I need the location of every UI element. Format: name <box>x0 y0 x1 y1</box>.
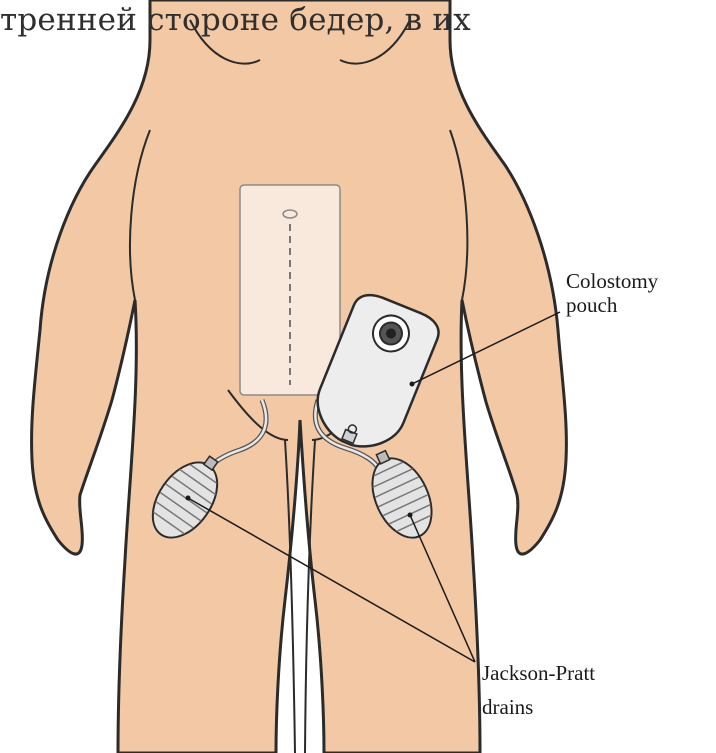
leader-dot-colostomy <box>410 382 415 387</box>
label-jp-line1: Jackson-Pratt <box>482 661 595 685</box>
leader-dot-jp-right <box>408 513 413 518</box>
label-colostomy-line2: pouch <box>566 293 618 317</box>
caption-text: тренней стороне бедер, в их <box>0 2 471 38</box>
leader-dot-jp-left <box>186 496 191 501</box>
label-colostomy-line1: Colostomy <box>566 269 659 293</box>
label-jp-line2: drains <box>482 695 533 719</box>
